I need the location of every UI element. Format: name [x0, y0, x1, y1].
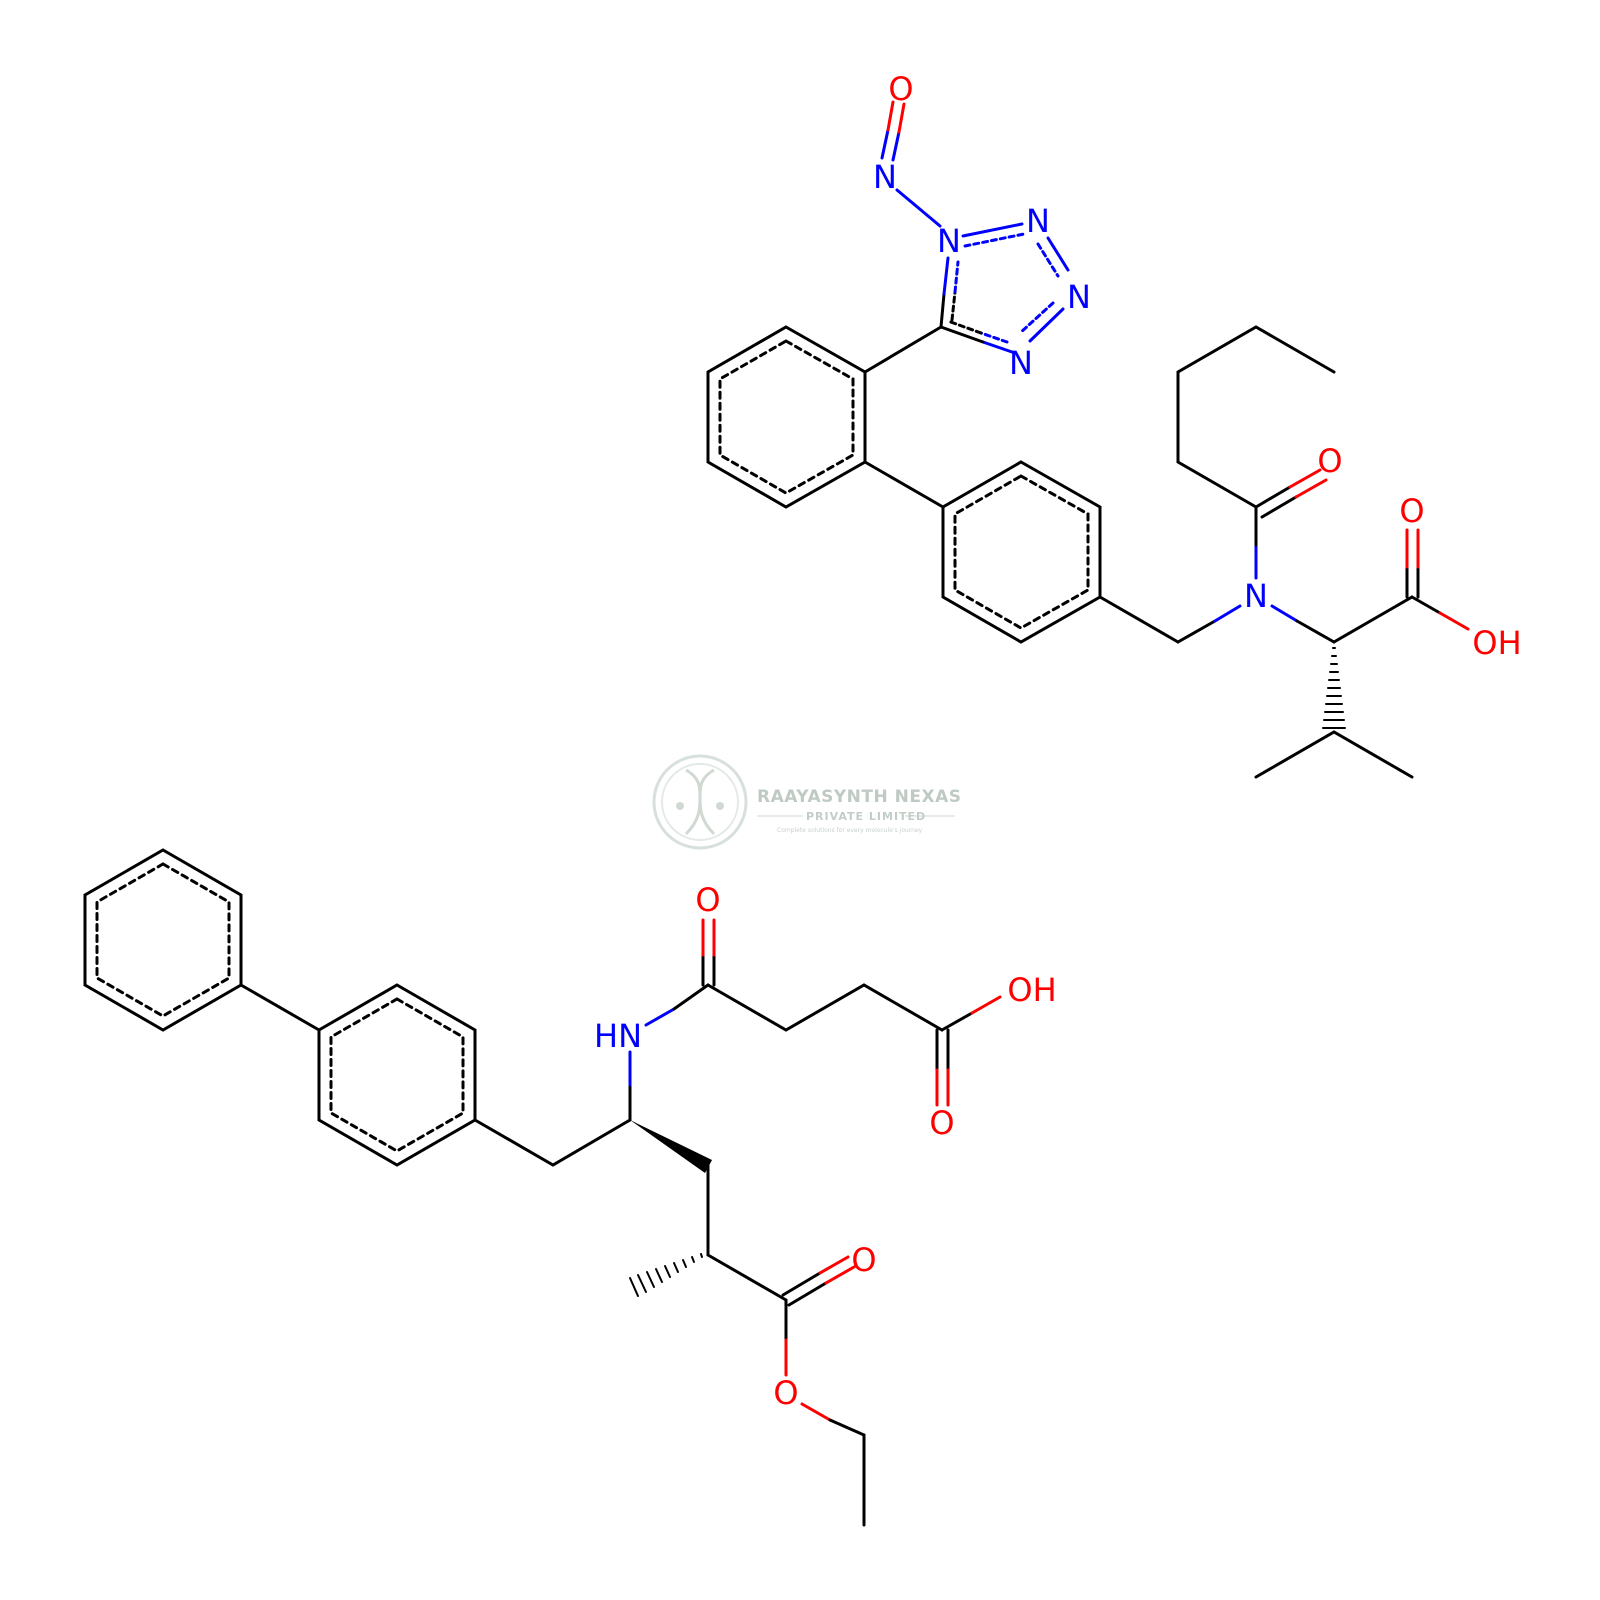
atom-label: N	[937, 222, 961, 260]
phenyl-ring-b	[941, 460, 1102, 644]
bond-tetrazole-phenyl	[863, 325, 943, 374]
bond-nitroso-double	[880, 100, 906, 162]
watermark: RAAYASYNTH NEXAS PRIVATE LIMITED Complet…	[652, 754, 962, 850]
succinyl-chain	[706, 983, 944, 1032]
watermark-logo	[652, 754, 748, 850]
atom-label: HN	[594, 1017, 642, 1055]
bond-benzyl-chain	[473, 1118, 632, 1167]
atom-label: O	[851, 1241, 876, 1279]
isopropyl	[1254, 730, 1414, 779]
bond-biphenyl-top	[863, 460, 945, 509]
atom-label: OH	[1472, 624, 1521, 662]
pentanoyl-chain	[1176, 325, 1336, 509]
bond-ester-carbonyl	[781, 1255, 856, 1307]
bond-amide-carbonyl-2	[701, 918, 716, 987]
atom-label: O	[1317, 442, 1342, 480]
atom-label: O	[1399, 492, 1424, 530]
phenyl-ring-a	[706, 325, 867, 509]
hashed-wedge-methyl	[629, 1253, 703, 1297]
atom-label: N	[1026, 202, 1050, 240]
bond-amide-carbonyl	[1254, 468, 1328, 519]
molecule-1-labels: O N N N N N O O N OH	[873, 70, 1522, 662]
bond-biphenyl-bottom	[239, 983, 321, 1032]
atom-label: OH	[1007, 971, 1056, 1009]
phenyl-ring-c	[83, 848, 243, 1032]
phenyl-ring-d	[317, 983, 477, 1167]
watermark-title: RAAYASYNTH NEXAS	[757, 787, 962, 807]
bond-acid-carbonyl-2	[935, 1028, 950, 1107]
atom-label: O	[929, 1104, 954, 1142]
hashed-wedge-isopropyl	[1322, 647, 1346, 729]
watermark-tagline: Complete solutions for every molecule's …	[777, 827, 923, 834]
atom-label: N	[873, 158, 897, 196]
atom-label: N	[1067, 278, 1091, 316]
molecule-2-labels: O OH HN O O O	[594, 881, 1057, 1412]
bond-acid-carbonyl	[1405, 528, 1420, 599]
molecule-2	[83, 848, 1002, 1527]
bond-benzyl	[1098, 595, 1180, 644]
watermark-subtitle: PRIVATE LIMITED	[806, 810, 926, 823]
solid-wedge	[630, 1120, 712, 1173]
atom-label: N	[1244, 577, 1268, 615]
bond-nitroso-n-n	[895, 188, 942, 228]
atom-label: O	[773, 1374, 798, 1412]
atom-label: N	[1009, 344, 1033, 382]
atom-label: O	[888, 70, 913, 108]
atom-label: O	[695, 881, 720, 919]
molecule-1	[706, 100, 1470, 779]
tetrazole-ring	[939, 222, 1070, 354]
